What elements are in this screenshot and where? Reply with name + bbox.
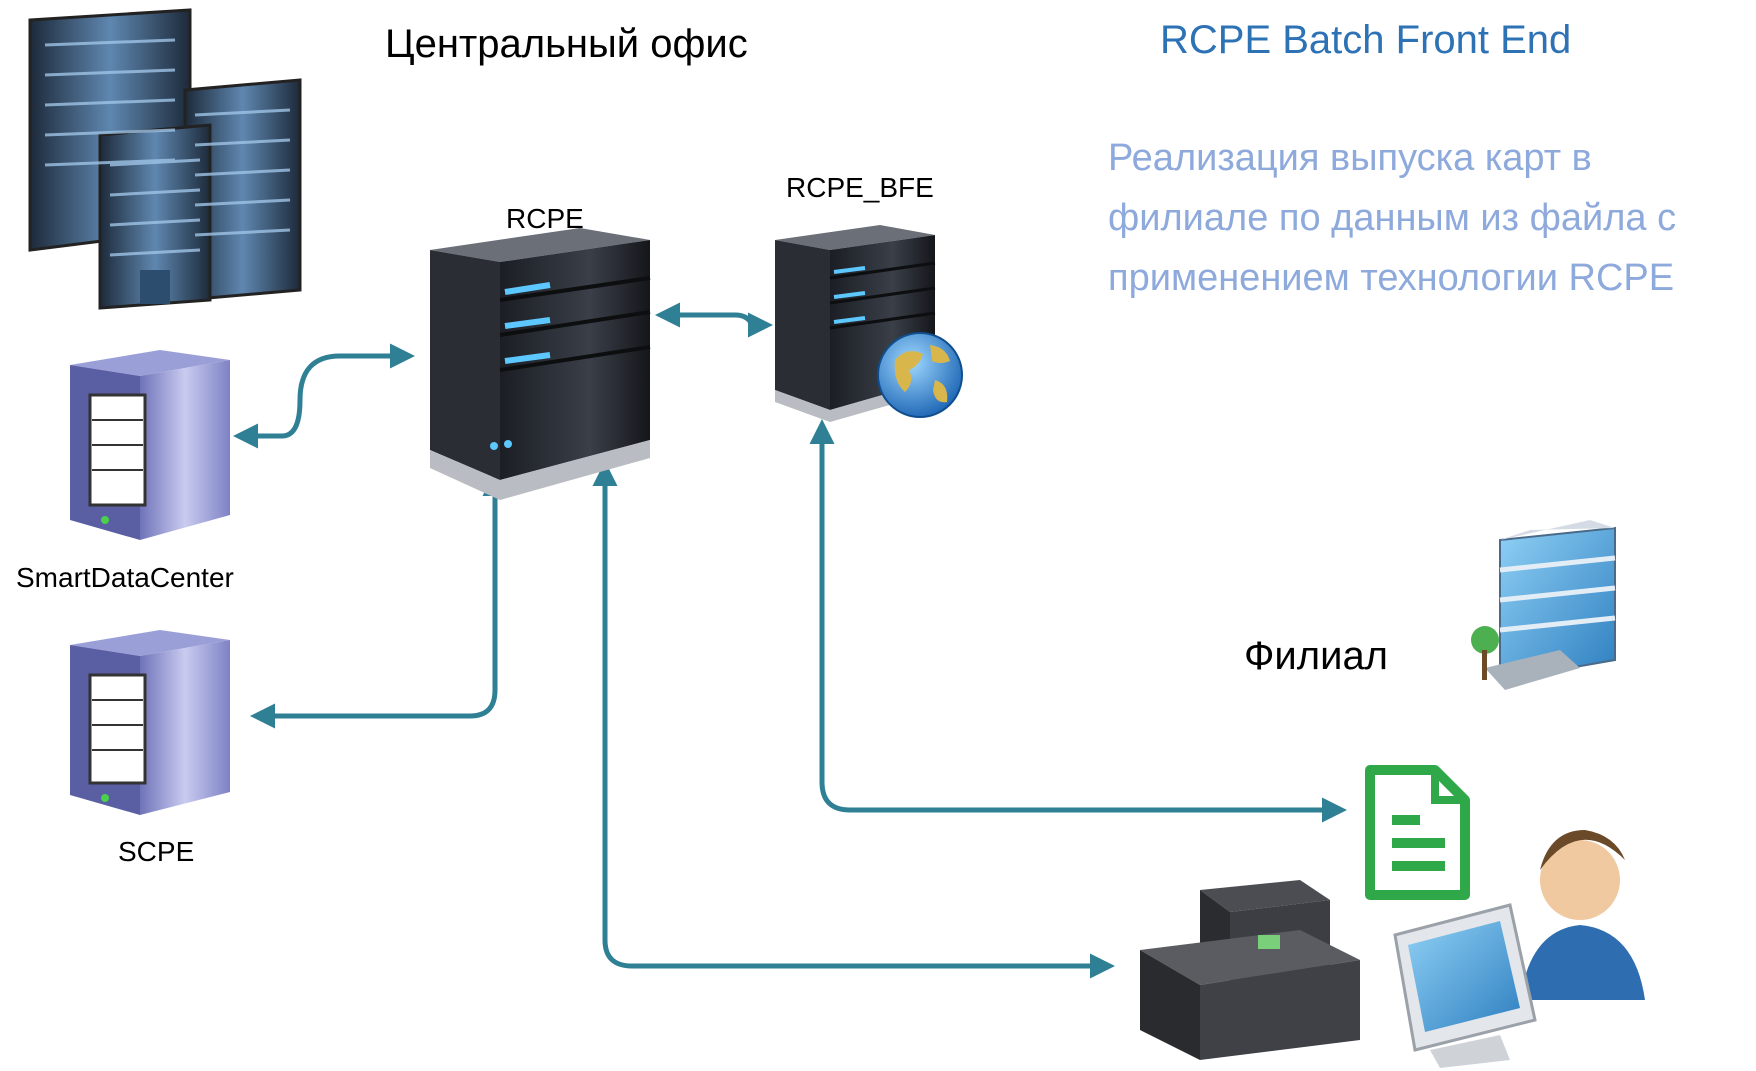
rcpe-bfe-label: RCPE_BFE <box>786 172 934 203</box>
branch-building-icon <box>1471 520 1616 690</box>
connectors <box>233 302 1347 979</box>
office-buildings-icon <box>28 8 302 310</box>
diagram-title: RCPE Batch Front End <box>1160 18 1572 62</box>
rcpe-server-icon <box>430 228 651 500</box>
connector-rcpe-printer <box>592 461 1115 979</box>
smartdatacenter-label: SmartDataCenter <box>16 562 234 593</box>
diagram-description: Реализация выпуска карт в филиале по дан… <box>1108 137 1677 299</box>
scpe-server-icon <box>70 630 230 815</box>
connector-bfe-file <box>809 419 1347 823</box>
smartdatacenter-server-icon <box>70 350 230 540</box>
connector-sdc-rcpe <box>233 343 415 449</box>
file-icon <box>1365 765 1470 900</box>
rcpe-label: RCPE <box>506 203 584 234</box>
rcpe-bfe-server-icon <box>775 225 936 422</box>
branch-label: Филиал <box>1244 634 1389 678</box>
connector-scpe-rcpe <box>250 471 508 729</box>
central-office-label: Центральный офис <box>385 22 748 66</box>
card-printer-icon <box>1140 880 1360 1060</box>
user-workstation-icon <box>1393 830 1645 1068</box>
scpe-label: SCPE <box>118 836 195 867</box>
connector-rcpe-bfe <box>655 302 773 338</box>
globe-icon <box>877 332 963 418</box>
